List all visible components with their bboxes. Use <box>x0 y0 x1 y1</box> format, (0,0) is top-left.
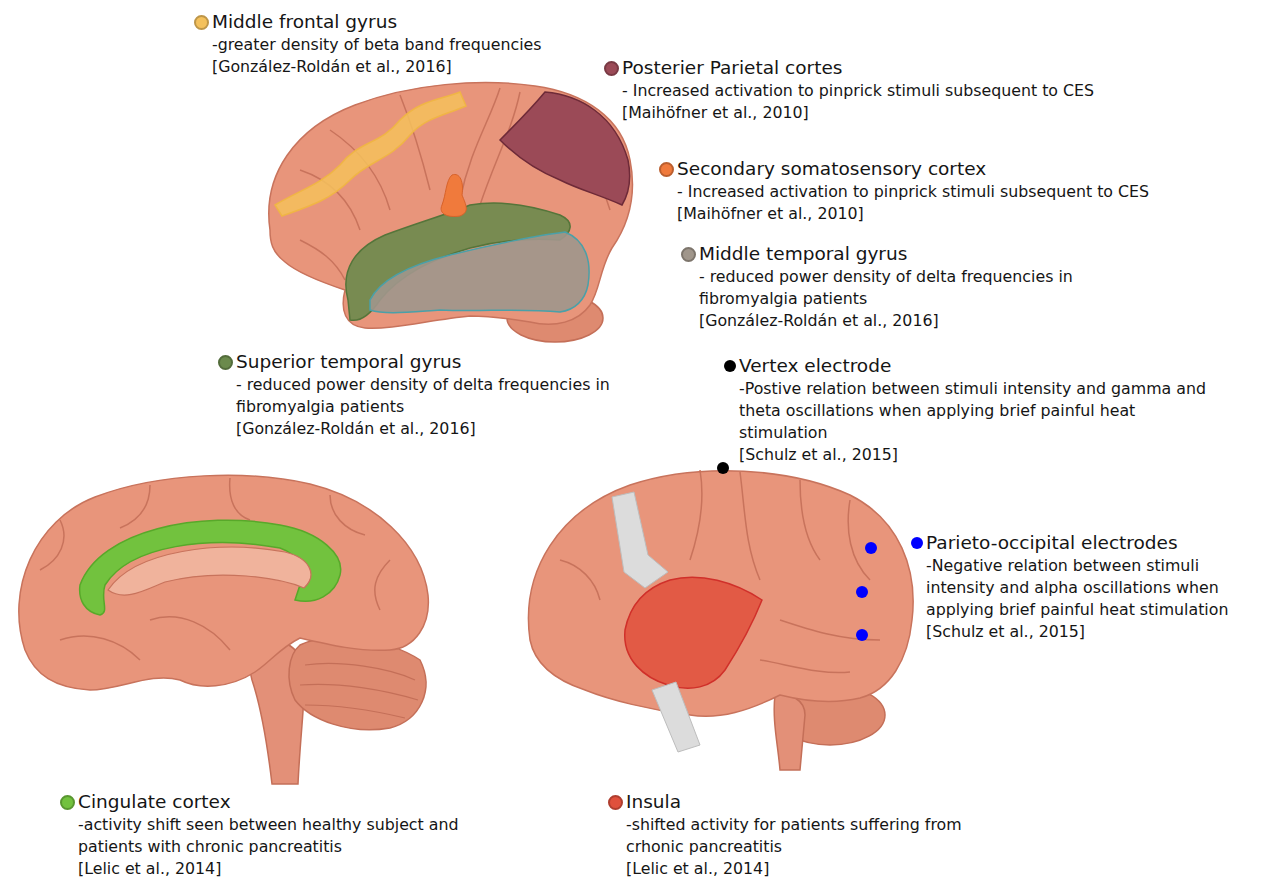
callout-label: Insula-shifted activity for patients suf… <box>626 790 971 880</box>
middle-temporal-gyrus <box>370 232 589 313</box>
electrode-dot <box>856 629 868 641</box>
finding-note: - Increased activation to pinprick stimu… <box>677 181 1262 203</box>
callout-label: Posterier Parietal cortes- Increased act… <box>622 56 1242 124</box>
retractor <box>612 492 668 588</box>
cerebellum <box>289 638 426 730</box>
legend-swatch <box>659 162 674 177</box>
region-name: Secondary somatosensory cortex <box>677 157 1262 181</box>
finding-note: -activity shift seen between healthy sub… <box>78 814 478 858</box>
finding-note: - reduced power density of delta frequen… <box>699 266 1114 310</box>
finding-note: -shifted activity for patients suffering… <box>626 814 971 858</box>
medial-brain <box>19 475 429 784</box>
lateral-brain-insula <box>528 462 913 770</box>
brain-outline <box>269 83 633 329</box>
insula <box>625 577 762 688</box>
legend-swatch <box>60 795 75 810</box>
citation: [Schulz et al., 2015] <box>926 621 1270 643</box>
lateral-brain-top <box>269 83 633 342</box>
citation: [Schulz et al., 2015] <box>739 444 1214 466</box>
callout-label: Parieto-occipital electrodes-Negative re… <box>926 531 1270 643</box>
brain-outline <box>528 471 913 717</box>
legend-swatch <box>604 61 619 76</box>
finding-note: -Negative relation between stimuli inten… <box>926 555 1270 621</box>
brainstem <box>774 694 805 770</box>
region-name: Middle frontal gyrus <box>212 10 612 34</box>
finding-note: - reduced power density of delta frequen… <box>236 374 651 418</box>
citation: [Lelic et al., 2014] <box>78 858 478 880</box>
legend-swatch <box>194 15 209 30</box>
legend-swatch <box>608 795 623 810</box>
brain-outline <box>19 475 429 690</box>
region-name: Cingulate cortex <box>78 790 478 814</box>
finding-note: -greater density of beta band frequencie… <box>212 34 612 56</box>
electrode-dot <box>856 586 868 598</box>
callout-label: Middle temporal gyrus- reduced power den… <box>699 242 1114 332</box>
retractor <box>652 682 700 752</box>
callout-label: Cingulate cortex-activity shift seen bet… <box>78 790 478 880</box>
callout-label: Middle frontal gyrus-greater density of … <box>212 10 612 78</box>
region-name: Vertex electrode <box>739 354 1214 378</box>
region-name: Insula <box>626 790 971 814</box>
secondary-somatosensory-cortex <box>441 174 466 216</box>
electrode-dot <box>865 542 877 554</box>
region-name: Superior temporal gyrus <box>236 350 651 374</box>
posterior-parietal-cortex <box>500 92 630 205</box>
legend-swatch <box>218 355 233 370</box>
citation: [González-Roldán et al., 2016] <box>212 56 612 78</box>
cingulate-cortex <box>80 520 341 615</box>
corpus-callosum <box>108 547 311 595</box>
legend-swatch <box>911 537 923 549</box>
legend-swatch <box>681 247 696 262</box>
region-name: Middle temporal gyrus <box>699 242 1114 266</box>
sulcus-line <box>40 478 390 660</box>
callout-label: Vertex electrode-Postive relation betwee… <box>739 354 1214 466</box>
electrode-dot <box>717 462 729 474</box>
citation: [Lelic et al., 2014] <box>626 858 971 880</box>
middle-frontal-gyrus <box>275 92 466 216</box>
citation: [González-Roldán et al., 2016] <box>699 310 1114 332</box>
finding-note: - Increased activation to pinprick stimu… <box>622 80 1242 102</box>
region-name: Parieto-occipital electrodes <box>926 531 1270 555</box>
cerebellum-folia <box>300 663 418 718</box>
citation: [Maihöfner et al., 2010] <box>677 203 1262 225</box>
finding-note: -Postive relation between stimuli intens… <box>739 378 1214 444</box>
legend-swatch <box>724 360 736 372</box>
callout-label: Superior temporal gyrus- reduced power d… <box>236 350 651 440</box>
region-name: Posterier Parietal cortes <box>622 56 1242 80</box>
citation: [Maihöfner et al., 2010] <box>622 102 1242 124</box>
citation: [González-Roldán et al., 2016] <box>236 418 651 440</box>
callout-label: Secondary somatosensory cortex- Increase… <box>677 157 1262 225</box>
